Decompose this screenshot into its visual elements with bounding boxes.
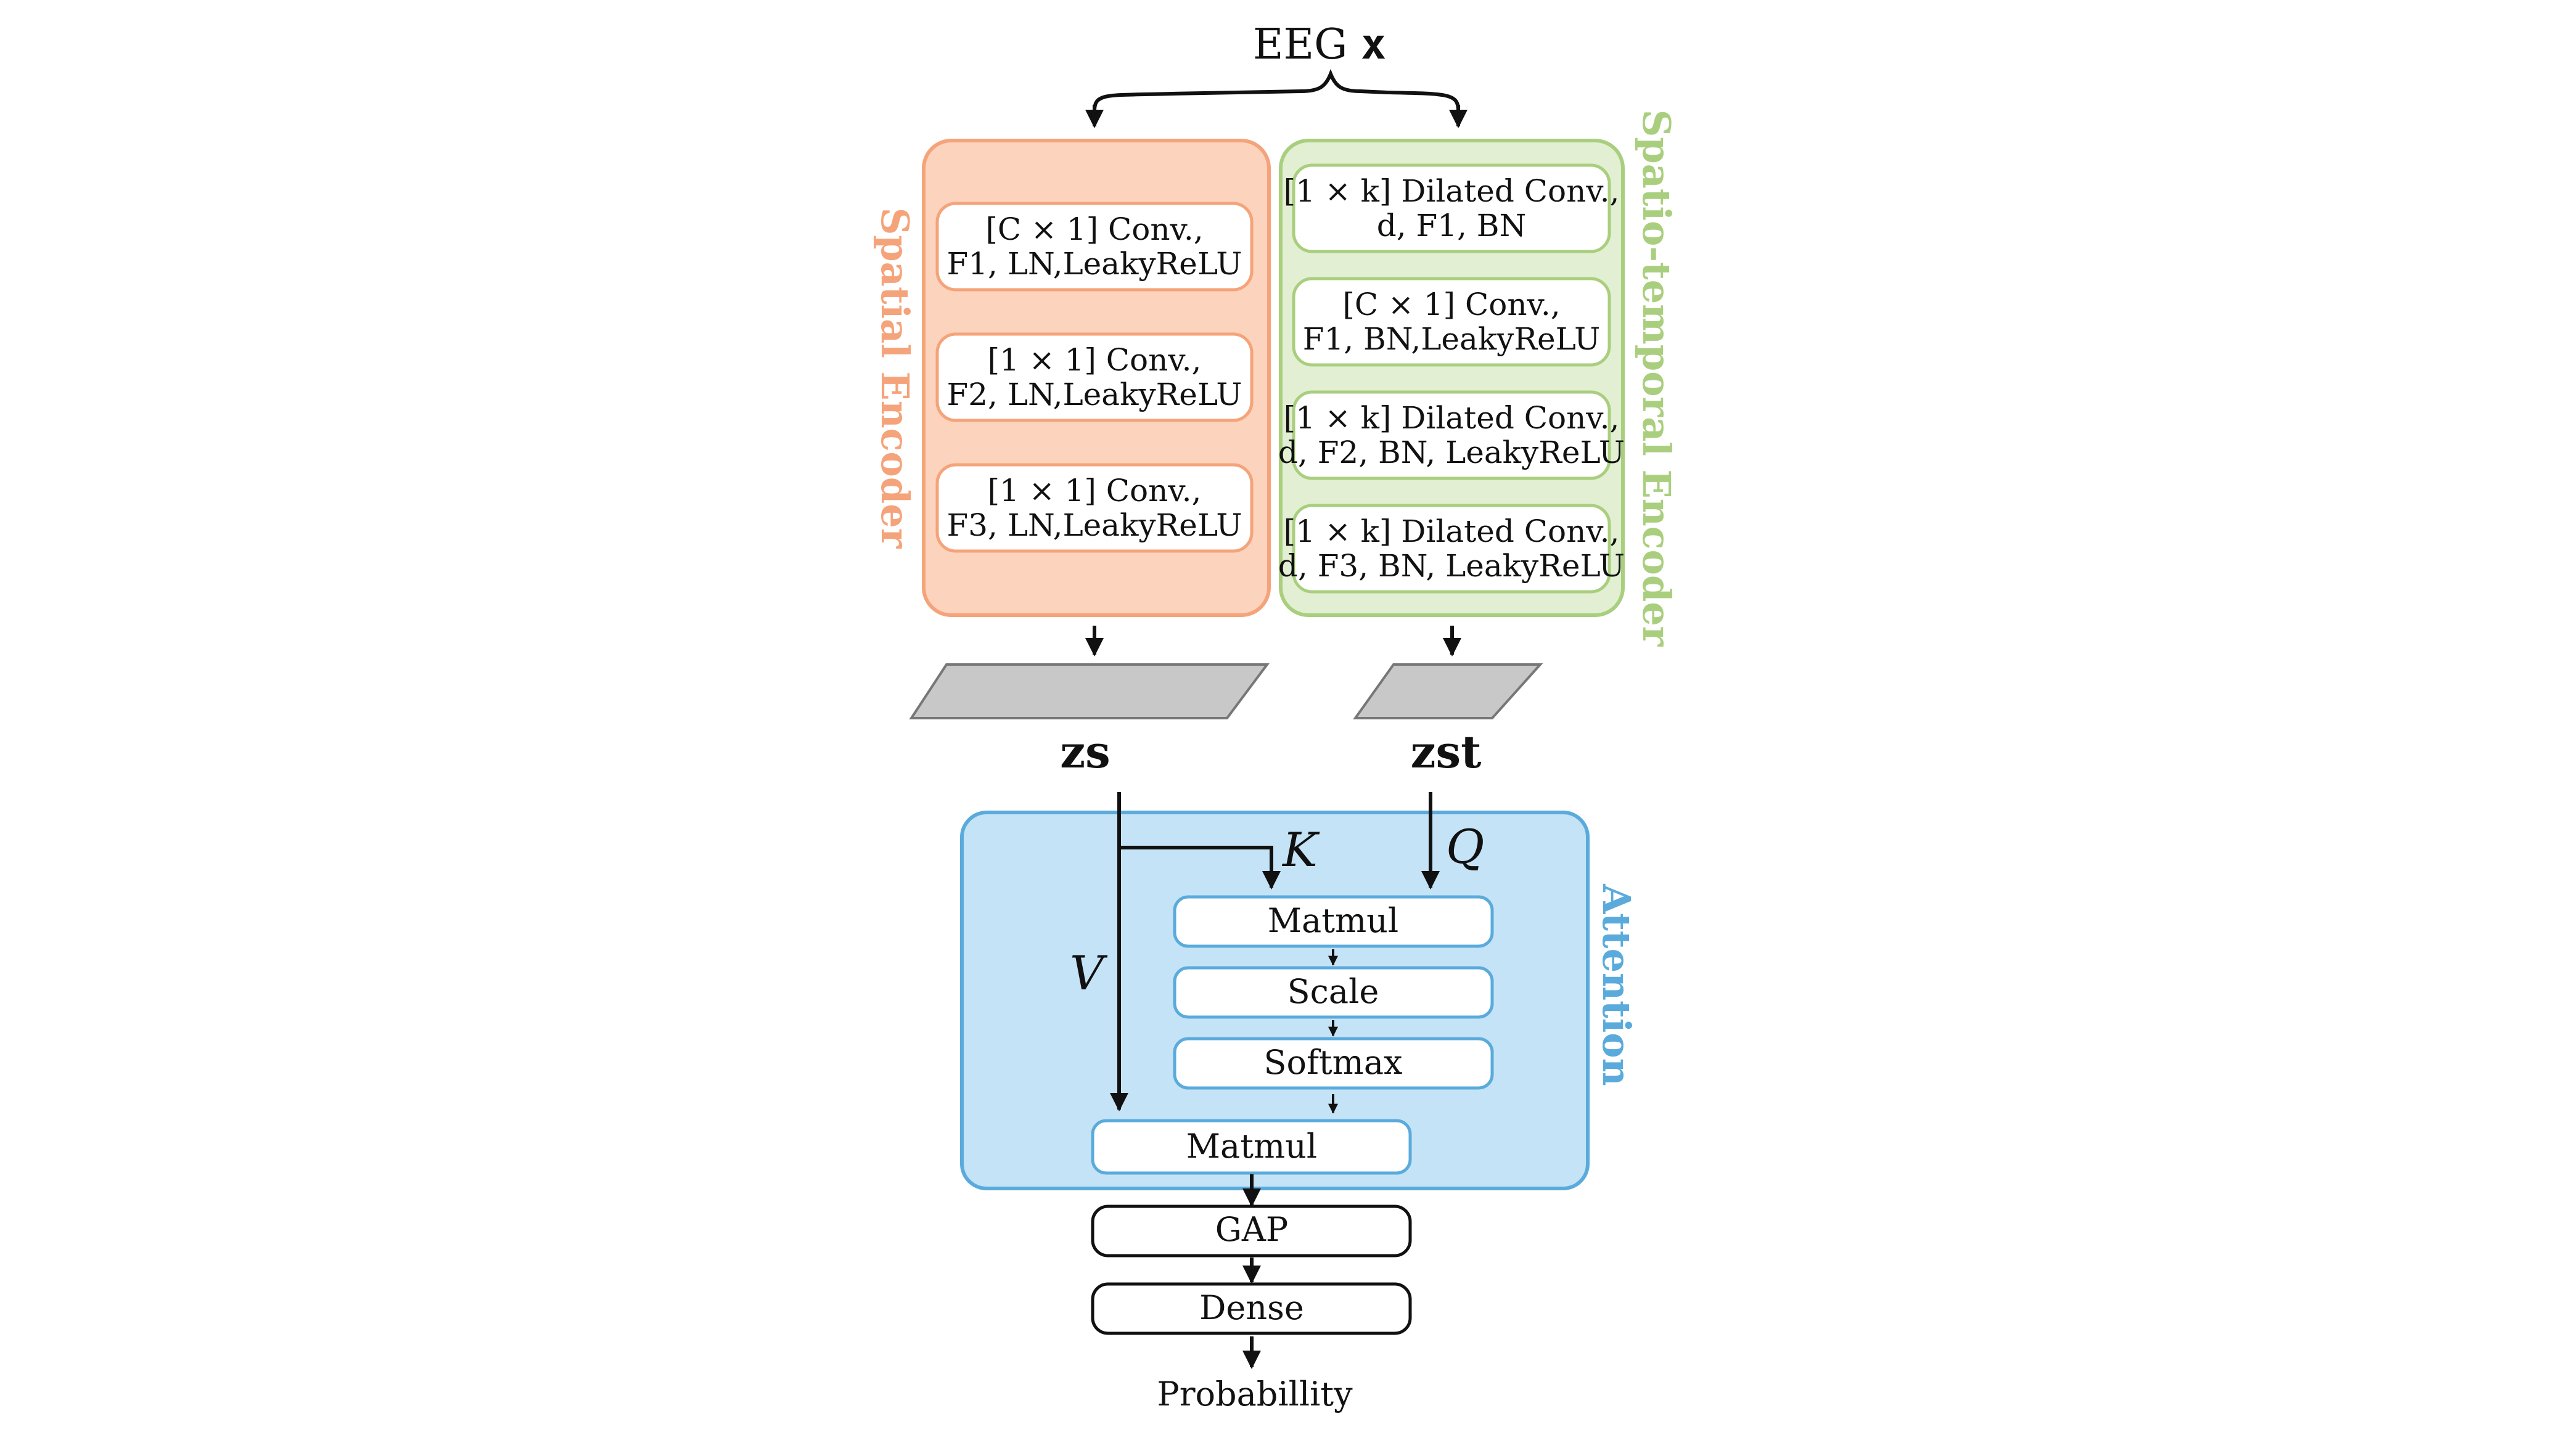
- encoder-block-line1: [1 × 1] Conv.,: [988, 342, 1202, 378]
- encoder-block: [1292, 504, 1611, 594]
- encoder-block-line1: [C × 1] Conv.,: [1342, 287, 1560, 322]
- encoder-block-line2: F1, LN,LeakyReLU: [947, 246, 1242, 282]
- spatial-encoder-title: Spatial Encoder: [872, 208, 918, 549]
- encoder-block: [1292, 163, 1611, 253]
- gap-block: [1091, 1204, 1412, 1258]
- dense-label: Dense: [1199, 1288, 1304, 1327]
- encoder-block: [1292, 390, 1611, 480]
- encoder-block-line2: d, F3, BN, LeakyReLU: [1278, 548, 1625, 584]
- encoder-block: [935, 202, 1254, 292]
- v-label: V: [1070, 946, 1108, 1000]
- zst-feature-map: [1353, 663, 1543, 719]
- k-arrow: [1119, 846, 1281, 890]
- q-label: Q: [1446, 819, 1484, 874]
- input-brace: [1093, 68, 1460, 112]
- encoder-block-line1: [1 × k] Dilated Conv.,: [1284, 400, 1620, 436]
- spatial-encoder-blocks: [C × 1] Conv.,F1, LN,LeakyReLU [1 × 1] Co…: [935, 202, 1254, 553]
- encoder-block: [935, 332, 1254, 422]
- zs-label: zs: [1060, 726, 1110, 778]
- gap-label: GAP: [1215, 1210, 1288, 1249]
- encoder-block-line2: d, F2, BN, LeakyReLU: [1278, 435, 1625, 470]
- zs-feature-map: [909, 663, 1270, 719]
- dense-block: [1091, 1282, 1412, 1335]
- encoder-block-line1: [1 × k] Dilated Conv.,: [1284, 173, 1620, 209]
- zst-label: zst: [1411, 726, 1482, 778]
- encoder-block-line1: [C × 1] Conv.,: [985, 211, 1203, 247]
- encoder-block-line2: F1, BN,LeakyReLU: [1303, 321, 1600, 357]
- encoder-block-line2: F2, LN,LeakyReLU: [947, 377, 1242, 412]
- k-label: K: [1281, 822, 1320, 877]
- input-label: EEG x: [1253, 20, 1386, 69]
- encoder-block-line1: [1 × 1] Conv.,: [988, 473, 1202, 509]
- encoder-block-line2: d, F1, BN: [1377, 208, 1527, 243]
- spatiotemporal-encoder-blocks: [1 × k] Dilated Conv.,d, F1, BN[C × 1] C…: [1278, 163, 1625, 594]
- matmul1-block: [1173, 895, 1494, 948]
- encoder-block: [935, 463, 1254, 553]
- encoder-block-line2: F3, LN,LeakyReLU: [947, 507, 1242, 543]
- attention-title: Attention: [1594, 883, 1639, 1086]
- spatiotemporal-encoder-panel: [1279, 139, 1625, 617]
- scale-block: [1173, 966, 1494, 1019]
- matmul2-label: Matmul: [1186, 1127, 1317, 1166]
- spatiotemporal-encoder-title: Spatio-temporal Encoder: [1634, 110, 1679, 647]
- softmax-block: [1173, 1037, 1494, 1090]
- encoder-block: [1292, 277, 1611, 367]
- output-label: Probabillity: [1157, 1375, 1353, 1413]
- softmax-label: Softmax: [1263, 1043, 1402, 1082]
- matmul1-label: Matmul: [1268, 901, 1398, 940]
- encoder-block-line1: [1 × k] Dilated Conv.,: [1284, 513, 1620, 549]
- matmul2-block: [1091, 1119, 1412, 1175]
- scale-label: Scale: [1287, 972, 1379, 1011]
